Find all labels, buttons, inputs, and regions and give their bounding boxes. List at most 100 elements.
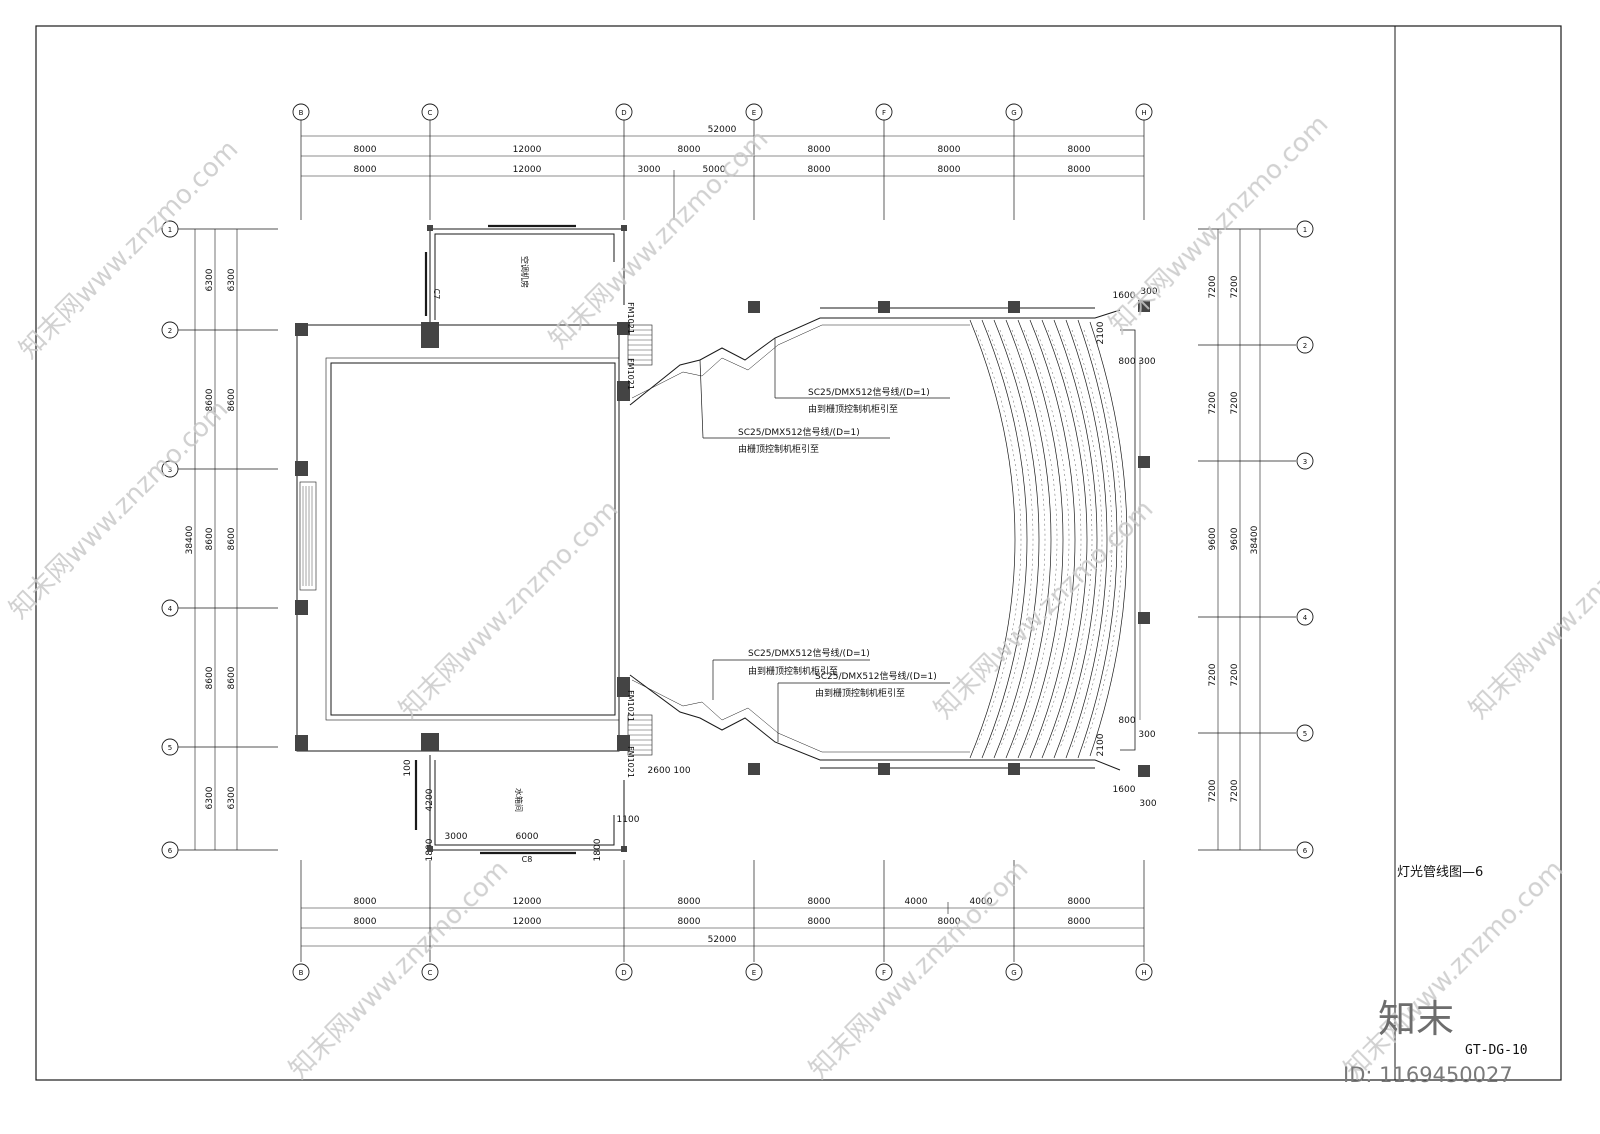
watermark-text: 知末网www.znzmo.com: [804, 854, 1035, 1085]
svg-text:G: G: [1011, 109, 1016, 117]
axis-bubble-bottom-d: D: [615, 963, 633, 981]
svg-text:2600: 2600: [648, 766, 671, 776]
svg-text:3: 3: [1303, 458, 1307, 466]
room-label-upper: 空调机房: [520, 256, 530, 288]
svg-text:D: D: [621, 109, 626, 117]
room-label-lower: 水箱间: [514, 788, 524, 812]
svg-text:4: 4: [1303, 614, 1308, 622]
axis-bubble-left-3: 3: [161, 460, 179, 478]
conduit-note-2-spec: SC25/DMX512信号线/(D=1): [738, 426, 860, 438]
dim-bottom-2: 8000: [1068, 917, 1091, 927]
svg-text:4: 4: [168, 605, 173, 613]
axis-bubble-left-5: 5: [161, 738, 179, 756]
watermark-layer: 知末网www.znzmo.com 知末网www.znzmo.com 知末网www…: [4, 109, 1600, 1085]
dim-bottom-2: 12000: [513, 917, 542, 927]
axis-bubble-bottom-h: H: [1135, 963, 1153, 981]
sheet-code: GT-DG-10: [1465, 1043, 1528, 1058]
conduit-note-1-route: 由到栅顶控制机柜引至: [808, 403, 898, 415]
dim-left-1: 8600: [205, 388, 215, 411]
building-walls: [296, 224, 1141, 855]
svg-text:F: F: [882, 109, 886, 117]
watermark-text: 知末网www.znzmo.com: [929, 494, 1160, 725]
sheet-border: [35, 25, 1562, 1081]
auditorium-seating: [969, 319, 1128, 759]
dim-right-1: 7200: [1208, 391, 1218, 414]
dim-left-total: 38400: [185, 525, 195, 554]
svg-text:100: 100: [673, 766, 690, 776]
axis-bubble-top-e: E: [745, 103, 763, 121]
dim-left-1: 6300: [205, 786, 215, 809]
svg-text:C: C: [428, 969, 433, 977]
dim-right-1: 9600: [1208, 527, 1218, 550]
window-tag: C7: [432, 289, 441, 300]
dim-bottom-1: 12000: [513, 897, 542, 907]
dim-top-2: 8000: [354, 165, 377, 175]
dim-right-1: 7200: [1208, 275, 1218, 298]
dim-top-1: 8000: [678, 145, 701, 155]
dim-right-2: 7200: [1230, 663, 1240, 686]
svg-text:B: B: [299, 969, 304, 977]
svg-text:300: 300: [1140, 287, 1157, 297]
dim-bottom-total: 52000: [708, 935, 737, 945]
dim-bottom-1: 8000: [678, 897, 701, 907]
dimensions-top: 52000 8000 12000 8000 8000 8000 8000 800…: [354, 125, 1091, 175]
dim-right-2: 7200: [1230, 779, 1240, 802]
svg-text:1: 1: [1303, 226, 1307, 234]
axis-bubble-bottom-c: C: [421, 963, 439, 981]
dim-bottom-2: 8000: [678, 917, 701, 927]
svg-text:2100: 2100: [1096, 733, 1106, 756]
dim-top-1: 8000: [354, 145, 377, 155]
axis-bubble-left-2: 2: [161, 321, 179, 339]
watermark-text: 知末网www.znzmo.com: [14, 134, 245, 365]
grid-bubbles: B C D E F G H B C D E F G H 1 2 3 4 5 6 …: [161, 103, 1314, 981]
svg-text:2: 2: [1303, 342, 1307, 350]
dim-bottom-2: 8000: [808, 917, 831, 927]
dim-bottom-2: 8000: [938, 917, 961, 927]
dimensions-left: 38400 6300 8600 8600 8600 6300 6300 8600…: [185, 268, 237, 809]
svg-text:5: 5: [1303, 730, 1307, 738]
svg-text:C: C: [428, 109, 433, 117]
structural-columns: [295, 225, 1150, 852]
svg-text:800: 800: [1118, 716, 1135, 726]
dim-bottom-1: 4000: [905, 897, 928, 907]
conduit-note-4-spec: SC25/DMX512信号线/(D=1): [815, 670, 937, 682]
dim-left-2: 8600: [227, 388, 237, 411]
conduit-note-3-spec: SC25/DMX512信号线/(D=1): [748, 647, 870, 659]
svg-text:D: D: [621, 969, 626, 977]
axis-bubble-bottom-f: F: [875, 963, 893, 981]
dim-left-2: 8600: [227, 666, 237, 689]
dim-top-1: 8000: [808, 145, 831, 155]
dim-bottom-1: 8000: [354, 897, 377, 907]
door-tag: FM1021: [626, 358, 635, 390]
dim-right-2: 7200: [1230, 391, 1240, 414]
svg-text:800: 800: [1118, 357, 1135, 367]
svg-text:1: 1: [168, 226, 172, 234]
svg-text:B: B: [299, 109, 304, 117]
svg-text:1600: 1600: [1113, 291, 1136, 301]
axis-bubble-bottom-e: E: [745, 963, 763, 981]
svg-text:1100: 1100: [617, 815, 640, 825]
dim-bottom-1: 4000: [970, 897, 993, 907]
window-tag: C8: [522, 855, 533, 864]
svg-text:F: F: [882, 969, 886, 977]
axis-bubble-left-6: 6: [161, 841, 179, 859]
watermark-text: 知末网www.znzmo.com: [1464, 494, 1600, 725]
dim-top-2: 3000: [638, 165, 661, 175]
dim-right-2: 9600: [1230, 527, 1240, 550]
axis-bubble-left-1: 1: [161, 220, 179, 238]
dim-bottom-1: 8000: [808, 897, 831, 907]
axis-bubble-top-h: H: [1135, 103, 1153, 121]
conduit-note-3-route: 由到栅顶控制机柜引至: [748, 665, 838, 677]
svg-text:G: G: [1011, 969, 1016, 977]
dimensions-detail: 1600 300 2100 800 300 800 300 2100 1600 …: [403, 287, 1158, 861]
svg-text:3000: 3000: [445, 832, 468, 842]
axis-bubble-bottom-b: B: [292, 963, 310, 981]
axis-bubble-right-1: 1: [1296, 220, 1314, 238]
watermark-text: 知末网www.znzmo.com: [4, 394, 235, 625]
door-tag: FM1021: [626, 690, 635, 722]
watermark-text: 知末网www.znzmo.com: [1339, 854, 1570, 1085]
dim-right-total: 38400: [1250, 525, 1260, 554]
watermark-text: 知末网www.znzmo.com: [544, 124, 775, 355]
